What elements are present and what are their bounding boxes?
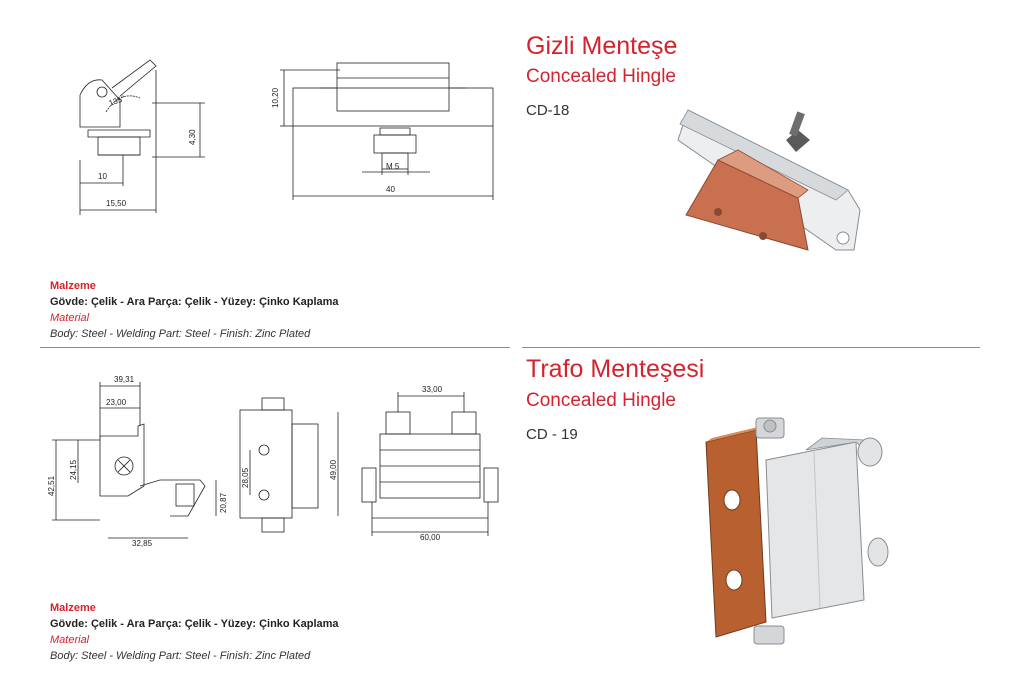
dim-20-87: 20,87 bbox=[219, 492, 228, 513]
product-1-material-label-en: Material bbox=[50, 312, 90, 324]
dim-39-31: 39,31 bbox=[114, 375, 135, 384]
section-divider-right bbox=[522, 347, 980, 348]
product-1-title-tr: Gizli Menteşe bbox=[526, 32, 678, 60]
product-1-technical-drawing: 135° 10 15,50 4,30 10,20 M 5 40 bbox=[79, 59, 494, 215]
product-1-title-en: Concealed Hingle bbox=[526, 66, 676, 87]
product-2-code: CD - 19 bbox=[526, 426, 578, 443]
dim-40: 40 bbox=[386, 185, 395, 194]
dim-49-00: 49,00 bbox=[329, 459, 338, 480]
product-2-material-label: Malzeme bbox=[50, 602, 96, 614]
product-1-render bbox=[677, 109, 861, 251]
dim-33-00: 33,00 bbox=[422, 385, 443, 394]
product-2-technical-drawing: 39,31 23,00 24,15 42,51 20,87 32,85 28,0… bbox=[47, 375, 499, 548]
product-1-material-label: Malzeme bbox=[50, 280, 96, 292]
product-1-material-tr: Gövde: Çelik - Ara Parça: Çelik - Yüzey:… bbox=[50, 296, 339, 308]
dim-angle: 135° bbox=[108, 94, 127, 108]
product-1-material-en: Body: Steel - Welding Part: Steel - Fini… bbox=[50, 328, 311, 340]
section-divider-left bbox=[40, 347, 510, 348]
dim-10-20: 10,20 bbox=[271, 87, 280, 108]
product-2-title-tr: Trafo Menteşesi bbox=[526, 355, 705, 383]
dim-60-00: 60,00 bbox=[420, 533, 441, 542]
product-2-material-tr: Gövde: Çelik - Ara Parça: Çelik - Yüzey:… bbox=[50, 618, 339, 630]
dim-32-85: 32,85 bbox=[132, 539, 153, 548]
dim-42-51: 42,51 bbox=[47, 475, 56, 496]
dim-4-30: 4,30 bbox=[188, 129, 197, 145]
dim-28-05: 28,05 bbox=[241, 467, 250, 488]
product-1-code: CD-18 bbox=[526, 102, 570, 119]
dim-24-15: 24,15 bbox=[69, 459, 78, 480]
dim-m5: M 5 bbox=[386, 162, 400, 171]
product-2-render bbox=[705, 417, 889, 645]
product-2-title-en: Concealed Hingle bbox=[526, 390, 676, 411]
dim-10: 10 bbox=[98, 172, 107, 181]
product-2-material-en: Body: Steel - Welding Part: Steel - Fini… bbox=[50, 650, 311, 662]
dim-15-50: 15,50 bbox=[106, 199, 127, 208]
product-2-material-label-en: Material bbox=[50, 634, 90, 646]
dim-23-00: 23,00 bbox=[106, 398, 127, 407]
